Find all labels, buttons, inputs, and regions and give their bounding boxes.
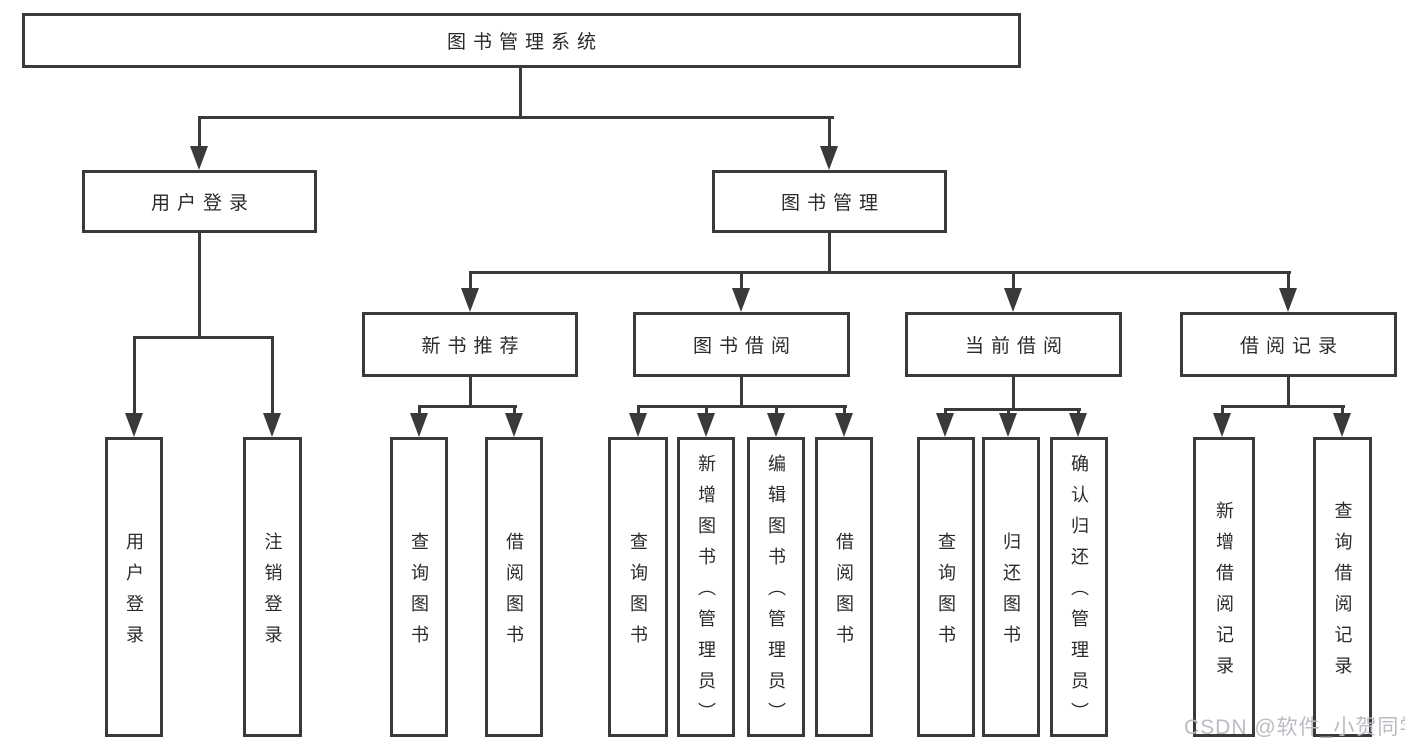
arrowhead-down-icon <box>835 413 853 437</box>
connector-line <box>1221 405 1224 415</box>
connector-line <box>1287 377 1290 408</box>
leaf-add-borrow-record: 新增借阅记录 <box>1193 437 1255 737</box>
connector-line <box>271 336 274 415</box>
node-label: 新增借阅记录 <box>1214 500 1234 687</box>
connector-line <box>740 377 743 408</box>
arrowhead-down-icon <box>697 413 715 437</box>
node-label: 新书推荐 <box>421 336 526 357</box>
node-user-login: 用户登录 <box>82 170 317 233</box>
arrowhead-down-icon <box>629 413 647 437</box>
node-borrowing-records: 借阅记录 <box>1180 312 1397 377</box>
leaf-query-books-current: 查询图书 <box>917 437 975 737</box>
node-label: 查询借阅记录 <box>1332 500 1353 687</box>
arrowhead-down-icon <box>190 146 208 170</box>
connector-line <box>944 408 947 415</box>
node-label: 编辑图书（管理员） <box>766 454 786 733</box>
connector-line <box>418 405 517 408</box>
node-label: 借阅图书 <box>504 531 524 656</box>
node-label: 新增图书（管理员） <box>696 454 716 733</box>
arrowhead-down-icon <box>125 413 143 437</box>
connector-line <box>740 271 743 290</box>
node-label: 用户登录 <box>124 531 144 656</box>
leaf-add-books-admin: 新增图书（管理员） <box>677 437 735 737</box>
connector-line <box>1341 405 1344 415</box>
connector-line <box>133 336 274 339</box>
node-current-borrowing: 当前借阅 <box>905 312 1122 377</box>
arrowhead-down-icon <box>936 413 954 437</box>
connector-line <box>1221 405 1345 408</box>
connector-line <box>1077 408 1080 415</box>
csdn-watermark: CSDN @软件_小贺同学 <box>1184 716 1405 739</box>
node-label: 图书借阅 <box>692 336 797 357</box>
connector-line <box>1287 271 1290 290</box>
connector-line <box>843 405 846 415</box>
connector-line <box>519 68 522 119</box>
arrowhead-down-icon <box>732 288 750 312</box>
node-label: 查询图书 <box>628 531 648 656</box>
arrowhead-down-icon <box>1333 413 1351 437</box>
arrowhead-down-icon <box>505 413 523 437</box>
connector-line <box>198 116 834 119</box>
connector-line <box>1012 377 1015 411</box>
arrowhead-down-icon <box>263 413 281 437</box>
leaf-edit-books-admin: 编辑图书（管理员） <box>747 437 805 737</box>
connector-line <box>637 405 847 408</box>
node-book-borrowing: 图书借阅 <box>633 312 850 377</box>
node-label: 借阅记录 <box>1239 336 1344 357</box>
leaf-query-books-recommend: 查询图书 <box>390 437 448 737</box>
node-label: 查询图书 <box>409 531 429 656</box>
connector-line <box>1007 408 1010 415</box>
connector-line <box>133 336 136 415</box>
connector-line <box>198 233 201 339</box>
arrowhead-down-icon <box>1213 413 1231 437</box>
node-label: 查询图书 <box>936 531 956 656</box>
arrowhead-down-icon <box>820 146 838 170</box>
connector-line <box>944 408 1081 411</box>
leaf-borrow-books-recommend: 借阅图书 <box>485 437 543 737</box>
leaf-logout: 注销登录 <box>243 437 302 737</box>
connector-line <box>828 233 831 274</box>
node-label: 借阅图书 <box>834 531 854 656</box>
leaf-confirm-return-admin: 确认归还（管理员） <box>1050 437 1108 737</box>
arrowhead-down-icon <box>410 413 428 437</box>
connector-line <box>418 405 421 415</box>
node-library-management-system: 图书管理系统 <box>22 13 1021 68</box>
node-label: 归还图书 <box>1001 531 1021 656</box>
connector-line <box>828 116 831 148</box>
leaf-return-books: 归还图书 <box>982 437 1040 737</box>
node-label: 用户登录 <box>150 193 255 214</box>
node-label: 确认归还（管理员） <box>1069 454 1089 733</box>
leaf-query-books-borrowing: 查询图书 <box>608 437 668 737</box>
arrowhead-down-icon <box>1279 288 1297 312</box>
node-new-book-recommendation: 新书推荐 <box>362 312 578 377</box>
connector-line <box>1012 271 1015 290</box>
connector-line <box>469 271 472 290</box>
connector-line <box>775 405 778 415</box>
arrowhead-down-icon <box>461 288 479 312</box>
node-label: 图书管理 <box>780 193 885 214</box>
connector-line <box>705 405 708 415</box>
leaf-user-login: 用户登录 <box>105 437 163 737</box>
node-label: 图书管理系统 <box>446 32 603 53</box>
arrowhead-down-icon <box>767 413 785 437</box>
node-label: 注销登录 <box>262 531 283 656</box>
connector-line <box>198 116 201 148</box>
connector-line <box>513 405 516 415</box>
connector-line <box>637 405 640 415</box>
connector-line <box>469 271 1291 274</box>
arrowhead-down-icon <box>999 413 1017 437</box>
node-book-management: 图书管理 <box>712 170 947 233</box>
node-label: 当前借阅 <box>964 336 1069 357</box>
leaf-query-borrow-record: 查询借阅记录 <box>1313 437 1372 737</box>
connector-line <box>469 377 472 408</box>
arrowhead-down-icon <box>1069 413 1087 437</box>
leaf-borrow-books-borrowing: 借阅图书 <box>815 437 873 737</box>
arrowhead-down-icon <box>1004 288 1022 312</box>
